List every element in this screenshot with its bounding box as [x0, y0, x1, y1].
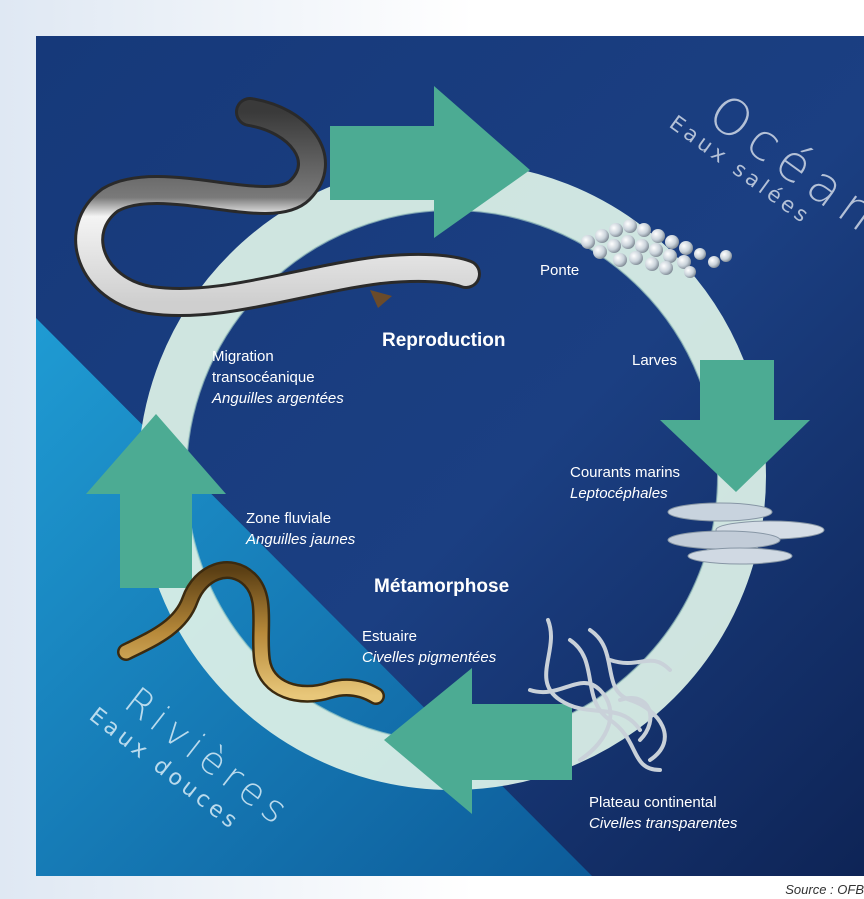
label-migration-line3: Anguilles argentées [212, 390, 344, 407]
label-fluviale-line1: Zone fluviale [246, 510, 332, 527]
eggs-illustration [581, 219, 732, 278]
label-plateau-line2: Civelles transparentes [589, 815, 738, 832]
arrow-left-up [86, 414, 226, 494]
label-migration-line1: Migration [212, 348, 274, 365]
source-credit: Source : OFB [785, 882, 864, 897]
silver-eel-illustration [74, 97, 481, 317]
label-plateau: Plateau continental Civelles transparent… [589, 792, 737, 834]
stage-metamorphosis: Métamorphose [374, 576, 510, 597]
arrow-top-right [330, 86, 530, 238]
label-courants: Courants marins Leptocéphales [570, 462, 680, 504]
label-courants-line2: Leptocéphales [570, 485, 668, 502]
label-estuaire-line2: Civelles pigmentées [362, 649, 497, 666]
arrow-bottom-left [384, 668, 572, 814]
label-ponte: Ponte [540, 262, 580, 279]
stage-reproduction: Reproduction [382, 330, 506, 351]
leptocephali-illustration [667, 502, 825, 565]
label-courants-line1: Courants marins [570, 464, 681, 481]
label-migration-line2: transocéanique [212, 369, 315, 386]
yellow-eel-illustration [117, 561, 385, 705]
label-estuaire-line1: Estuaire [362, 628, 418, 645]
label-plateau-line1: Plateau continental [589, 794, 717, 811]
label-fluviale: Zone fluviale Anguilles jaunes [246, 508, 355, 550]
label-estuaire: Estuaire Civelles pigmentées [362, 626, 496, 668]
arrow-left-up-stem [120, 492, 192, 588]
label-larves: Larves [632, 352, 678, 369]
label-migration: Migration transocéanique Anguilles argen… [212, 346, 344, 409]
label-fluviale-line2: Anguilles jaunes [246, 531, 356, 548]
arrow-right-down [660, 420, 810, 492]
arrow-right-down-stem [700, 360, 774, 422]
glass-eels-illustration [528, 618, 672, 772]
